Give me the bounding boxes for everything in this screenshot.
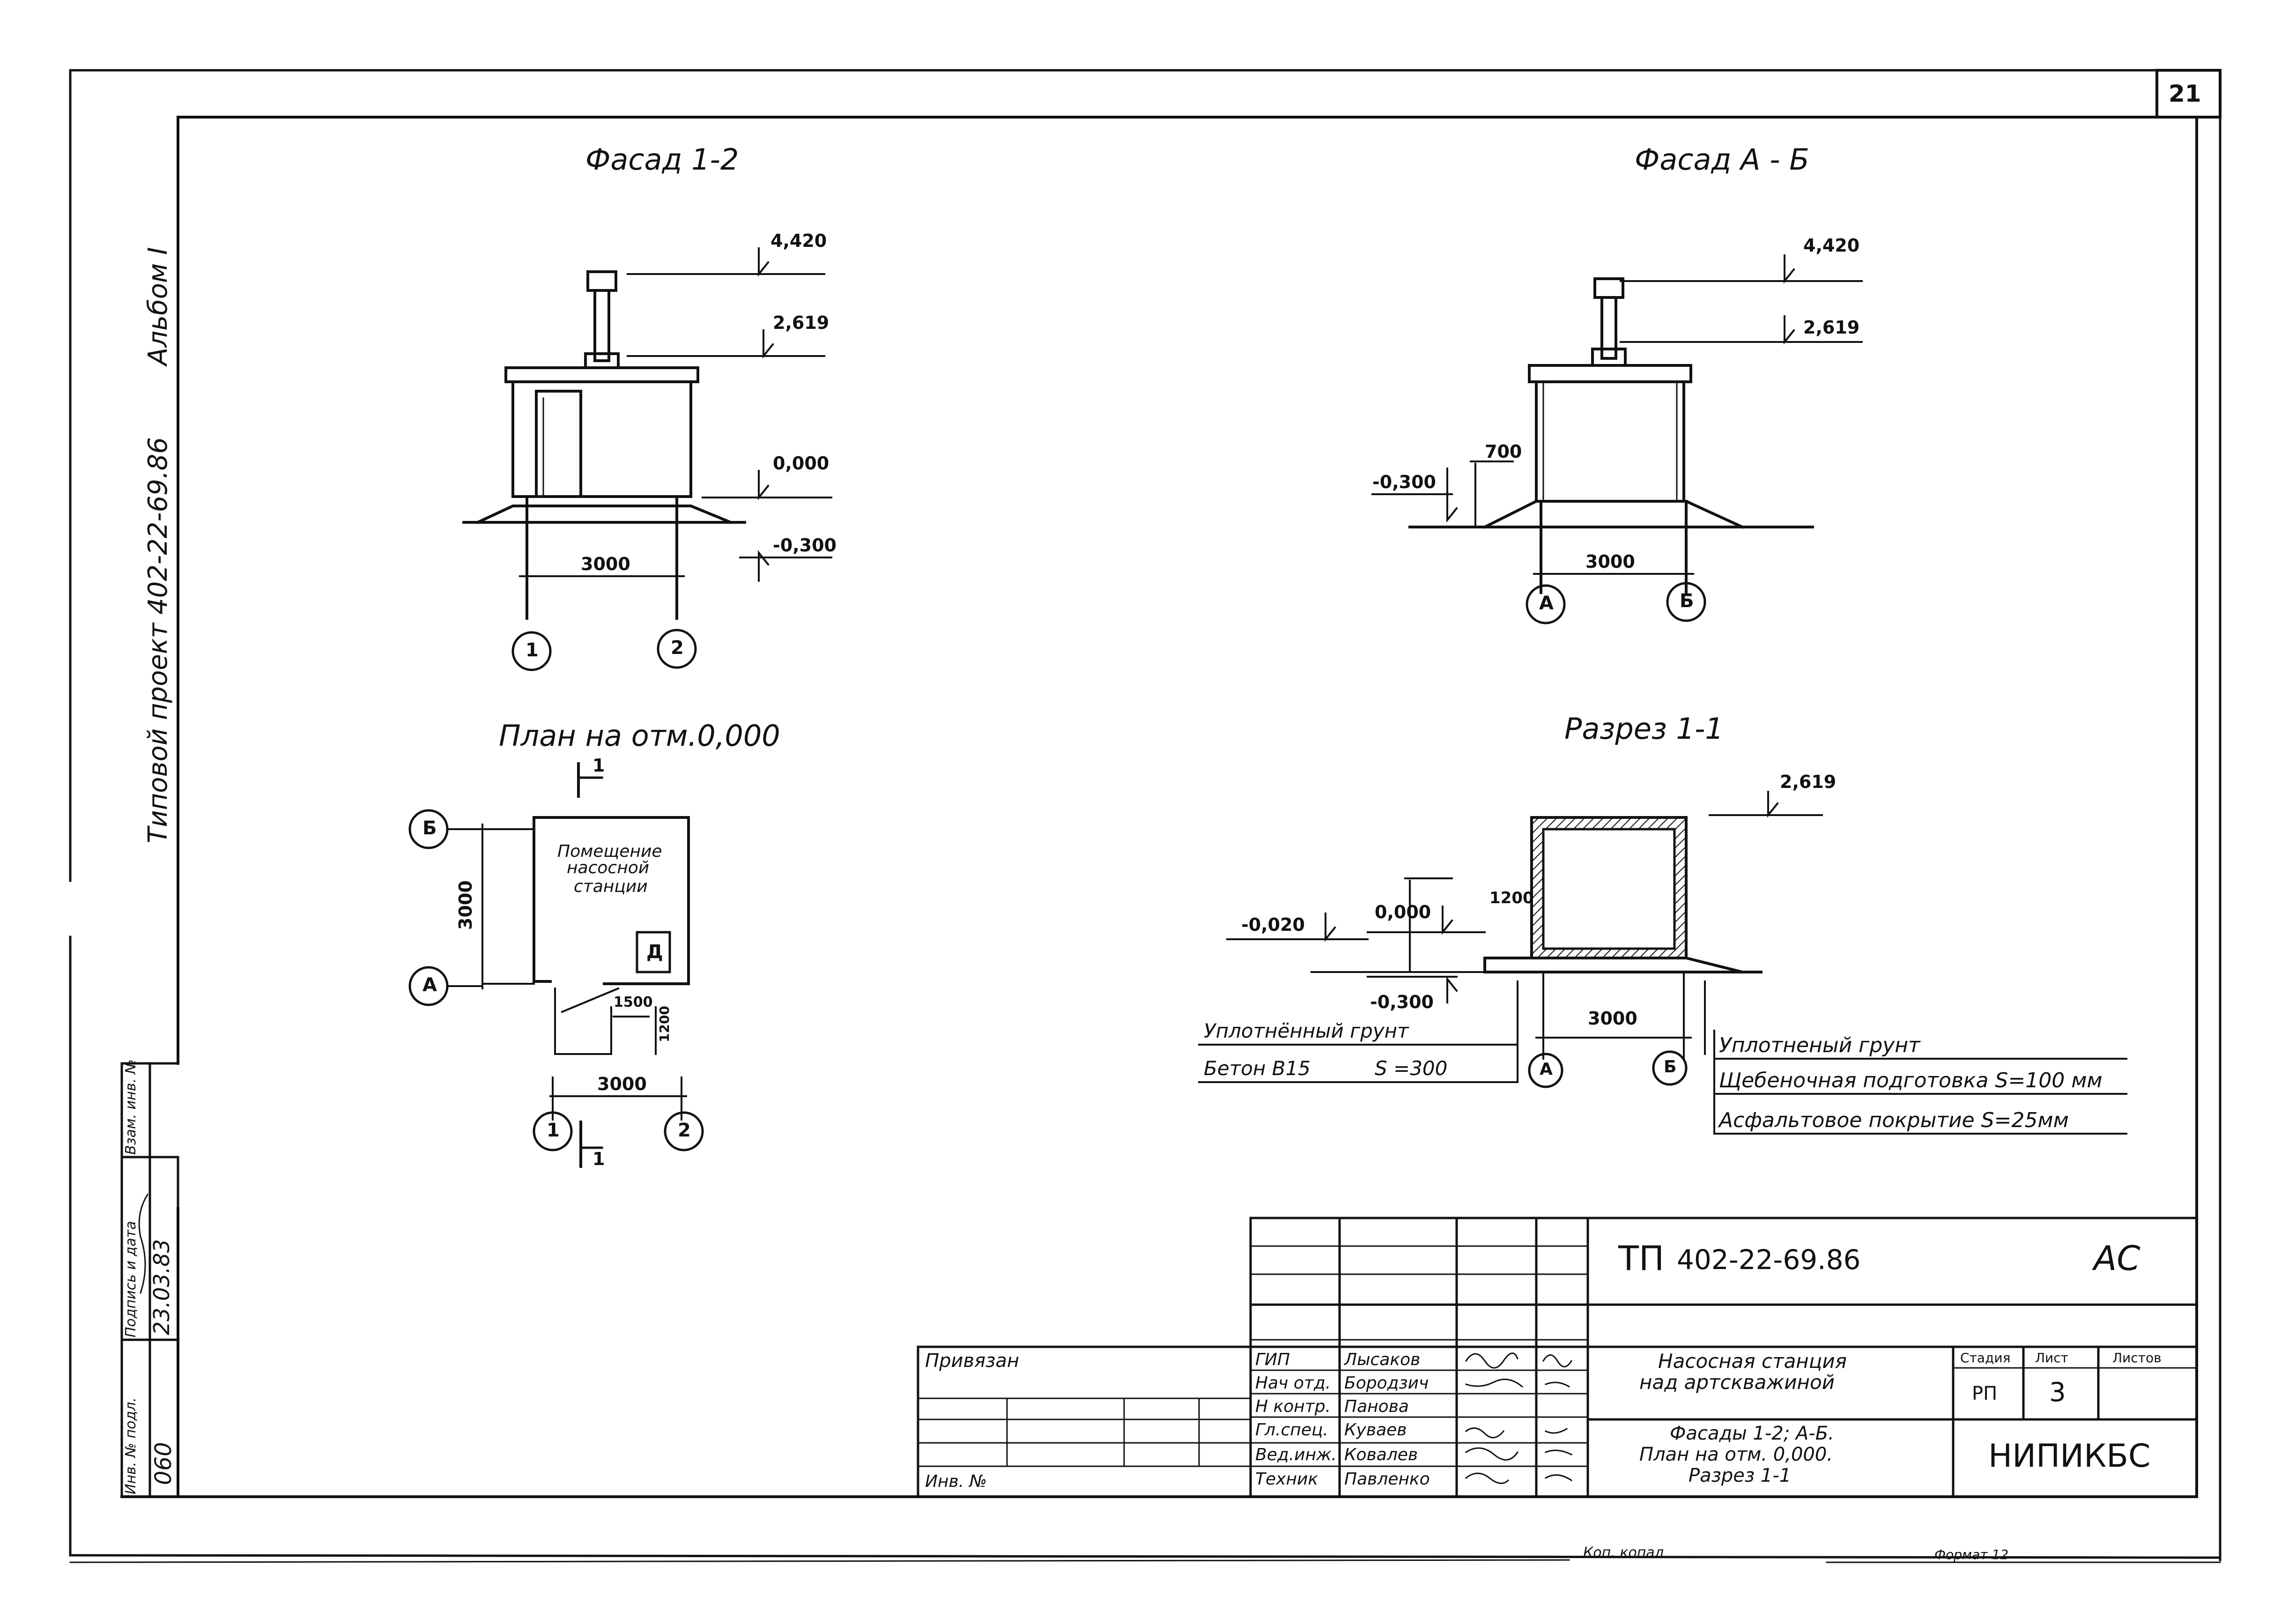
facade-1-2-axis-2: 2 (671, 637, 684, 659)
name-3: Куваев (1344, 1420, 1407, 1440)
facade-1-2-mark-4: -0,300 (773, 535, 837, 556)
inv-label: Инв. № (925, 1472, 987, 1491)
plan-title: План на отм.0,000 (499, 719, 780, 753)
section-left-note-3: S =300 (1375, 1057, 1448, 1080)
facade-a-b-drawing (1371, 254, 1863, 624)
section-left-note-1: Уплотнённый грунт (1204, 1019, 1409, 1042)
role-5: Техник (1255, 1470, 1318, 1489)
header-sheets: Листов (2112, 1350, 2162, 1366)
organization: НИПИКБС (1988, 1438, 2151, 1475)
stage-value: РП (1972, 1383, 1998, 1404)
sign-date-value: 23.03.83 (149, 1239, 174, 1335)
facade-1-2-dimension: 3000 (581, 554, 630, 574)
object-name-1: Насосная станция (1658, 1350, 1847, 1373)
role-1: Нач отд. (1255, 1374, 1331, 1393)
section-axis-b: Б (1664, 1057, 1677, 1077)
facade-1-2-title: Фасад 1-2 (585, 142, 739, 177)
plan-room-line-2: насосной (567, 858, 650, 877)
facade-a-b-title: Фасад А - Б (1635, 142, 1809, 177)
section-left-note-2: Бетон В15 (1204, 1057, 1311, 1080)
replace-label: Взам. инв. № (123, 1059, 139, 1155)
section-dimension: 3000 (1588, 1008, 1637, 1029)
plan-dim-small-2: 1200 (657, 1006, 672, 1042)
sheet-name-1: Фасады 1-2; А-Б. (1670, 1423, 1834, 1444)
facade-a-b-dimension: 3000 (1585, 551, 1635, 572)
name-5: Павленко (1344, 1470, 1430, 1489)
inner-frame (120, 69, 2222, 1498)
plan-axis-2: 2 (678, 1120, 691, 1141)
plan-section-mark-bottom: 1 (593, 1149, 605, 1169)
section-title: Разрез 1-1 (1564, 712, 1724, 746)
facade-a-b-axis-a: А (1539, 593, 1554, 614)
sheet-name-2: План на отм. 0,000. (1639, 1444, 1833, 1465)
object-name-2: над артскважиной (1639, 1371, 1835, 1394)
outer-border (69, 69, 2222, 1561)
role-4: Вед.инж. (1255, 1445, 1337, 1464)
section-right-note-2: Щебеночная подготовка S=100 мм (1719, 1069, 2103, 1092)
plan-dim-small-1: 1500 (614, 994, 653, 1010)
section-dim-small: 1200 (1489, 889, 1534, 907)
plan-room-line-1: Помещение (557, 842, 662, 861)
name-4: Ковалев (1344, 1445, 1418, 1464)
facade-1-2-drawing (462, 247, 832, 671)
plan-axis-a: А (422, 974, 437, 996)
header-sheet: Лист (2035, 1350, 2068, 1366)
facade-a-b-axis-b: Б (1680, 590, 1694, 612)
plan-dimension: 3000 (597, 1074, 647, 1094)
plan-equipment: Д (646, 941, 663, 963)
facade-a-b-mark-3: -0,300 (1372, 472, 1436, 492)
section-mark-3: -0,020 (1241, 914, 1305, 935)
sheet-number: 21 (2169, 80, 2201, 107)
title-code-prefix: ТП (1618, 1239, 1665, 1278)
sheet-name-3: Разрез 1-1 (1689, 1465, 1792, 1486)
section-drawing (1198, 791, 2127, 1135)
section-right-note-3: Асфальтовое покрытие S=25мм (1719, 1108, 2069, 1132)
title-mark: АС (2094, 1239, 2140, 1278)
role-3: Гл.спец. (1255, 1420, 1328, 1440)
sign-date-label: Подпись и дата (123, 1221, 139, 1338)
section-mark-4: -0,300 (1370, 992, 1434, 1012)
bottom-edge-lines (69, 1559, 2221, 1563)
plan-section-mark-top: 1 (593, 755, 605, 776)
plan-room-line-3: станции (574, 877, 648, 896)
format-note: Формат 12 (1934, 1547, 2009, 1562)
facade-a-b-mark-1: 4,420 (1803, 235, 1860, 256)
facade-a-b-dim-small: 700 (1485, 441, 1522, 462)
name-1: Бородзич (1344, 1374, 1429, 1393)
name-0: Лысаков (1344, 1350, 1421, 1369)
plan-axis-b: Б (422, 817, 437, 839)
facade-a-b-mark-2: 2,619 (1803, 317, 1860, 338)
side-stamp-grid (120, 1062, 179, 1498)
copied-note: Коп. копал (1583, 1545, 1664, 1561)
project-side-text: Типовой проект 402-22-69.86 (143, 437, 173, 843)
title-block-grid (917, 1217, 2198, 1498)
name-2: Панова (1344, 1397, 1409, 1416)
section-mark-2: 0,000 (1375, 902, 1431, 922)
inv-no-value: 060 (150, 1442, 177, 1485)
title-code: 402-22-69.86 (1677, 1244, 1861, 1276)
role-2: Н контр. (1255, 1397, 1331, 1416)
facade-1-2-mark-1: 4,420 (770, 230, 827, 251)
plan-axis-1: 1 (547, 1120, 560, 1141)
facade-1-2-mark-2: 2,619 (773, 312, 830, 333)
tied-label: Привязан (925, 1350, 1020, 1372)
role-0: ГИП (1255, 1350, 1290, 1369)
facade-1-2-mark-3: 0,000 (773, 453, 830, 474)
header-stage: Стадия (1960, 1350, 2011, 1366)
plan-drawing (408, 762, 704, 1168)
sheet-value: 3 (2049, 1377, 2066, 1408)
inv-no-label: Инв. № подл. (123, 1397, 139, 1494)
section-axis-a: А (1540, 1060, 1553, 1079)
section-mark-1: 2,619 (1780, 772, 1837, 792)
signatures (138, 1193, 1573, 1484)
plan-dim-vertical: 3000 (455, 880, 476, 930)
section-right-note-1: Уплотненый грунт (1719, 1033, 1920, 1057)
facade-1-2-axis-1: 1 (526, 639, 539, 661)
album-side-text: Альбом I (143, 247, 173, 365)
